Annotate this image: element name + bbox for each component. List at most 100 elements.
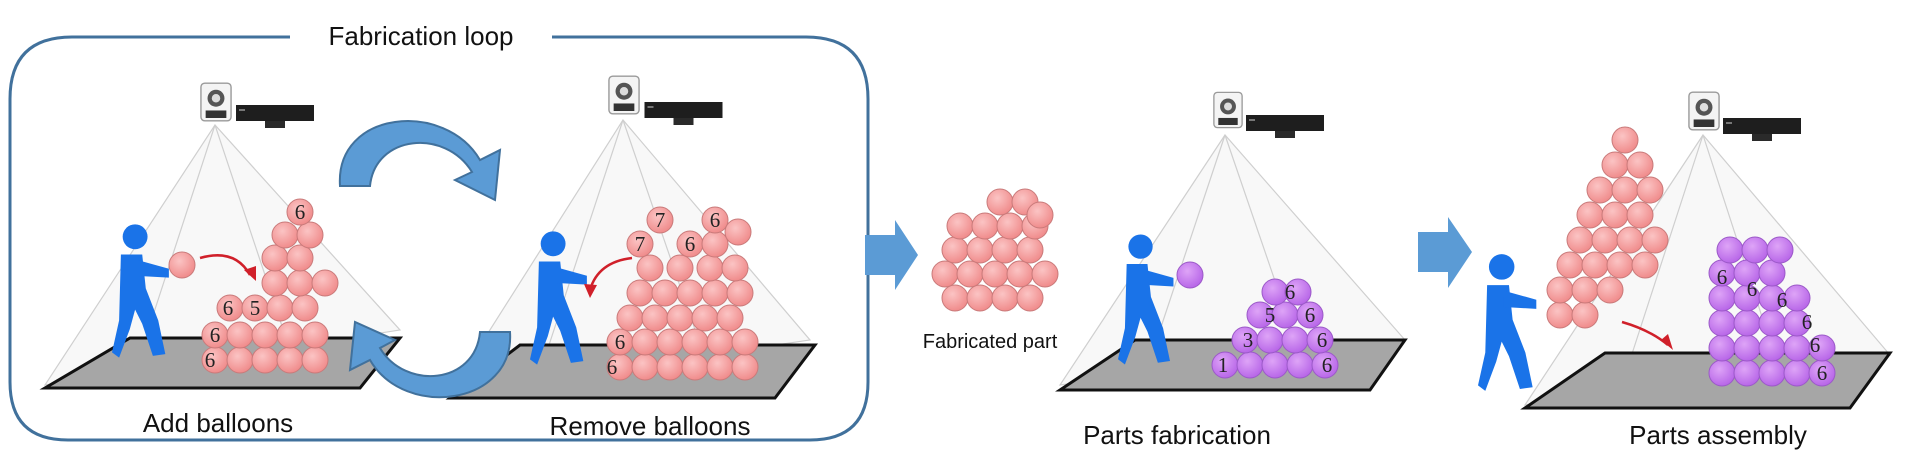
balloon-icon <box>1236 351 1264 379</box>
balloon-icon <box>301 321 329 349</box>
balloon-icon <box>701 206 729 234</box>
depth-camera-icon <box>1246 115 1324 138</box>
balloon-icon <box>1636 176 1664 204</box>
projector-icon <box>1213 91 1243 129</box>
balloon-icon <box>1716 236 1744 264</box>
balloon-icon <box>1601 201 1629 229</box>
balloon-icon <box>1571 301 1599 329</box>
balloon-icon <box>701 279 729 307</box>
balloon-icon <box>724 218 752 246</box>
balloon-icon <box>226 346 254 374</box>
balloon-icon <box>716 304 744 332</box>
balloon-icon <box>1176 261 1204 289</box>
balloon-icon <box>1596 276 1624 304</box>
balloon-icon <box>971 212 999 240</box>
balloon-icon <box>1586 176 1614 204</box>
balloon-icon <box>1758 359 1786 387</box>
balloon-count-label: 7 <box>635 232 646 256</box>
balloon-count-label: 5 <box>1265 303 1276 327</box>
balloon-icon <box>1281 326 1309 354</box>
person-icon <box>1478 254 1537 391</box>
balloon-icon <box>1808 334 1836 362</box>
caption-parts-fabrication: Parts fabrication <box>1083 420 1271 450</box>
caption-add-balloons: Add balloons <box>143 408 293 438</box>
balloon-count-label: 6 <box>205 348 216 372</box>
balloon-count-label: 3 <box>1243 328 1254 352</box>
balloon-count-label: 6 <box>1305 303 1316 327</box>
balloon-icon <box>276 346 304 374</box>
depth-camera-icon <box>236 105 314 128</box>
balloon-icon <box>1261 351 1289 379</box>
balloon-icon <box>311 269 339 297</box>
balloon-icon <box>1581 251 1609 279</box>
balloon-icon <box>1566 226 1594 254</box>
balloon-icon <box>168 251 196 279</box>
projector-icon <box>608 75 640 115</box>
balloon-icon <box>1626 201 1654 229</box>
balloon-count-label: 6 <box>1747 277 1758 301</box>
caption-fabricated-part: Fabricated part <box>923 331 1058 353</box>
balloon-icon <box>1708 309 1736 337</box>
balloon-icon <box>1026 201 1054 229</box>
balloon-icon <box>286 269 314 297</box>
balloon-icon <box>991 236 1019 264</box>
balloon-icon <box>656 328 684 356</box>
balloon-count-label: 6 <box>1777 288 1788 312</box>
balloon-icon <box>1546 276 1574 304</box>
balloon-icon <box>1741 236 1769 264</box>
balloon-icon <box>296 221 324 249</box>
balloon-icon <box>1556 251 1584 279</box>
balloon-icon <box>701 230 729 258</box>
balloon-icon <box>691 304 719 332</box>
balloon-icon <box>1733 309 1761 337</box>
balloon-icon <box>286 198 314 226</box>
balloon-icon <box>1708 334 1736 362</box>
balloon-icon <box>631 328 659 356</box>
balloon-icon <box>1783 334 1811 362</box>
balloon-icon <box>261 244 289 272</box>
balloon-icon <box>1016 236 1044 264</box>
balloon-icon <box>1708 359 1736 387</box>
balloon-icon <box>301 346 329 374</box>
balloon-icon <box>941 236 969 264</box>
depth-camera-icon <box>644 102 723 125</box>
balloon-icon <box>1611 126 1639 154</box>
balloon-count-label: 6 <box>710 208 721 232</box>
balloon-icon <box>1733 359 1761 387</box>
projector-icon <box>1688 91 1720 131</box>
balloon-icon <box>1286 351 1314 379</box>
caption-parts-assembly: Parts assembly <box>1629 420 1807 450</box>
balloon-icon <box>226 321 254 349</box>
remove-balloon-arrowhead <box>584 284 597 298</box>
balloon-icon <box>1758 309 1786 337</box>
balloon-icon <box>1306 326 1334 354</box>
balloon-icon <box>1631 251 1659 279</box>
balloon-icon <box>1626 151 1654 179</box>
balloon-icon <box>1271 301 1299 329</box>
balloon-icon <box>676 279 704 307</box>
balloon-count-label: 6 <box>1317 328 1328 352</box>
balloon-icon <box>1284 278 1312 306</box>
balloon-icon <box>1783 284 1811 312</box>
balloon-icon <box>646 206 674 234</box>
balloon-icon <box>931 260 959 288</box>
balloon-icon <box>721 254 749 282</box>
balloon-icon <box>276 321 304 349</box>
cycle-arrow-icon <box>338 120 502 202</box>
balloon-icon <box>251 321 279 349</box>
balloon-icon <box>626 230 654 258</box>
balloon-icon <box>1758 259 1786 287</box>
balloon-icon <box>616 304 644 332</box>
balloon-icon <box>706 353 734 381</box>
balloon-icon <box>1296 301 1324 329</box>
balloon-icon <box>261 269 289 297</box>
balloon-count-label: 7 <box>655 208 666 232</box>
balloon-icon <box>271 221 299 249</box>
balloon-count-label: 6 <box>607 355 618 379</box>
balloon-icon <box>1571 276 1599 304</box>
balloon-icon <box>681 353 709 381</box>
balloon-icon <box>956 260 984 288</box>
balloon-count-label: 5 <box>250 296 261 320</box>
